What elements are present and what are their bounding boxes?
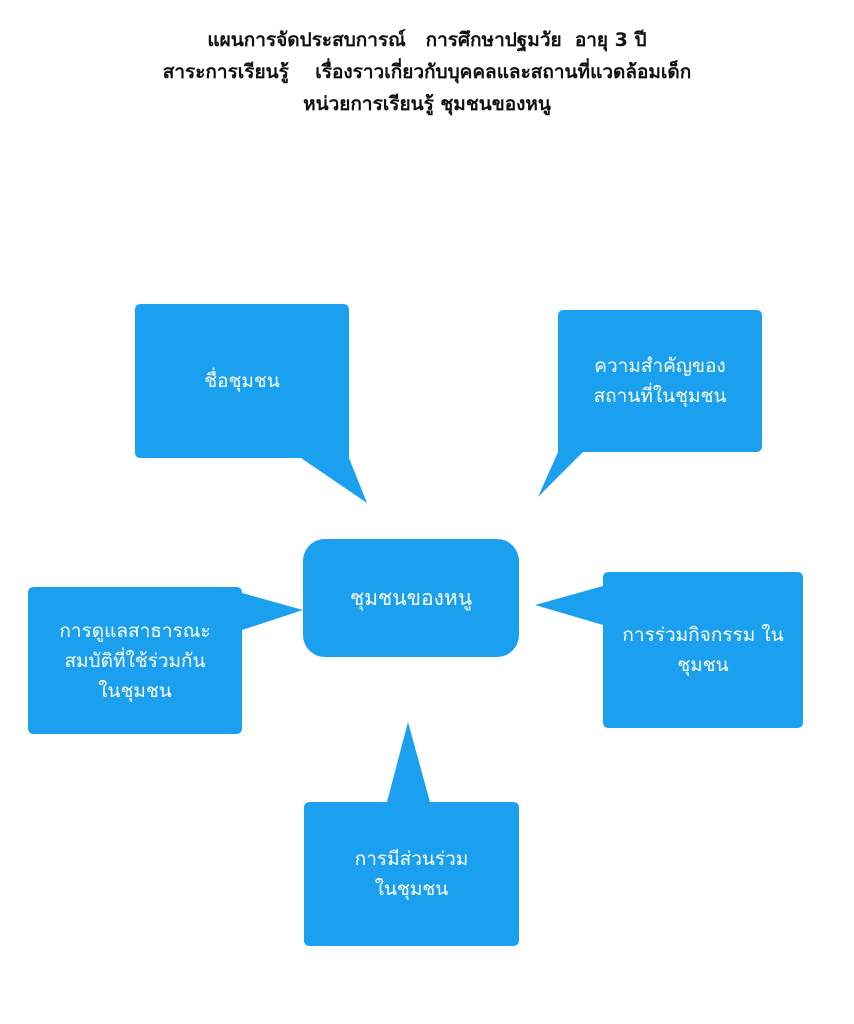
community-participation-label: การมีส่วนร่วม ในชุมชน — [354, 848, 469, 900]
page-header: แผนการจัดประสบการณ์ การศึกษาปฐมวัย อายุ … — [0, 24, 854, 120]
place-importance-label: ความสำคัญของ สถานที่ในชุมชน — [593, 355, 727, 407]
learning-unit-title: หน่วยการเรียนรู้ ชุมชนของหนู — [303, 93, 551, 115]
plan-title: แผนการจัดประสบการณ์ การศึกษาปฐมวัย อายุ … — [207, 29, 647, 51]
community-activity-label: การร่วมกิจกรรม ใน ชุมชน — [622, 624, 784, 676]
callout-top-right — [538, 310, 762, 497]
callout-right — [535, 572, 803, 728]
public-property-care-label: การดูแลสาธารณะ สมบัติที่ใช้ร่วมกัน ในชุม… — [59, 619, 211, 702]
callout-bottom — [304, 722, 519, 946]
callout-left — [28, 587, 303, 734]
learning-content-title: สาระการเรียนรู้ เรื่องราวเกี่ยวกับบุคคลแ… — [162, 61, 692, 83]
callout-top-left — [135, 304, 367, 503]
center-topic-label: ชุมชนของหนู — [349, 586, 473, 610]
community-name-label: ชื่อชุมชน — [204, 370, 280, 392]
center-box — [303, 539, 519, 657]
